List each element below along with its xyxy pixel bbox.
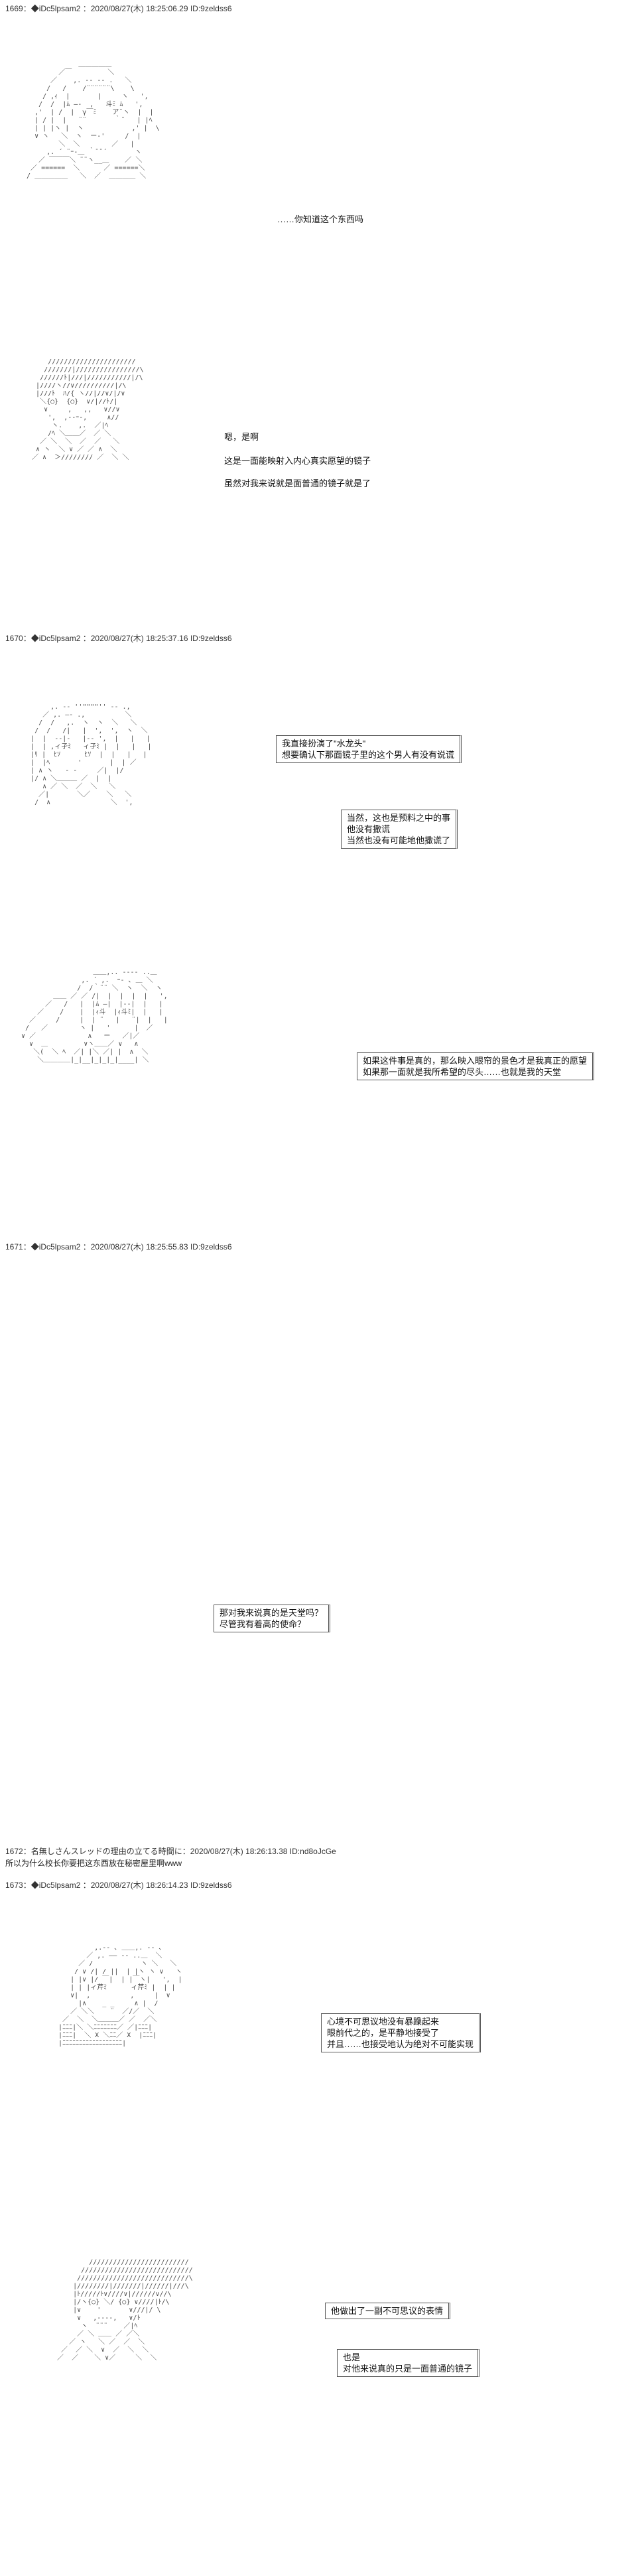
post-header-1669: 1669：◆iDc5lpsam2 ：2020/08/27(木) 18:25:06… xyxy=(5,4,232,13)
caption-text: 嗯，是啊 xyxy=(224,432,259,442)
post-header-1671: 1671：◆iDc5lpsam2 ：2020/08/27(木) 18:25:55… xyxy=(5,1242,232,1252)
speech-bubble: 如果这件事是真的，那么映入眼帘的景色才是我真正的愿望 如果那一面就是我所希望的尽… xyxy=(357,1052,595,1080)
aa-art-man-face: ＿＿＿＿＿ ／￣ ＼ ／ ,. -‐ ‐- . ＼ / / /¨¨¨¨¨¨\ \… xyxy=(27,61,160,180)
caption-text: ……你知道这个东西吗 xyxy=(277,214,364,224)
aa-art-dark-hair-face: ////////////////////// ///////|/////////… xyxy=(32,358,144,461)
caption-text: 虽然对我来说就是面普通的镜子就是了 xyxy=(224,478,371,488)
reply-text: 所以为什么校长你要把这东西放在秘密屋里啊www xyxy=(5,1859,182,1868)
aa-art-haired-figure: ,. -‐ ''""""'' ‐- ., ／ ,. ―- ., ＼ / / ,.… xyxy=(31,703,152,806)
speech-bubble: 当然，这也是预料之中的事 他没有撒谎 当然也没有可能地他撒谎了 xyxy=(341,810,458,849)
aa-art-reaching-figure: ＿＿,.. -‐‐- ..＿ ,. ´ ,. ｰ- ､ ＿ ＼ / /｀¨¨ ＼… xyxy=(21,969,168,1064)
post-header-1670: 1670：◆iDc5lpsam2 ：2020/08/27(木) 18:25:37… xyxy=(5,634,232,643)
speech-bubble: 我直接扮演了"水龙头" 想要确认下那面镜子里的这个男人有没有说谎 xyxy=(276,735,462,763)
speech-bubble: 心境不可思议地没有暴躁起来 眼前代之的，是平静地接受了 并且……也接受地认为绝对… xyxy=(321,2013,481,2052)
post-header-1673: 1673：◆iDc5lpsam2 ：2020/08/27(木) 18:26:14… xyxy=(5,1881,232,1890)
post-header-1672: 1672：名無しさんスレッドの理由の立てる時間に：2020/08/27(木) 1… xyxy=(5,1847,336,1856)
speech-bubble: 也是 对他来说真的只是一面普通的镜子 xyxy=(337,2349,480,2377)
aa-art-smiling-figure: ,.-‐ ､ ＿＿,. -‐ ､ ／ ,. ―― ‐- ..＿ ＼ ／ / ヽ … xyxy=(58,1944,182,2047)
speech-bubble: 他做出了一副不可思议的表情 xyxy=(325,2303,451,2319)
aa-art-dark-hair-face: ///////////////////////// //////////////… xyxy=(57,2259,193,2362)
speech-bubble: 那对我来说真的是天堂吗？ 尽管我有着高的使命？ xyxy=(214,1605,331,1632)
caption-text: 这是一面能映射入内心真实愿望的镜子 xyxy=(224,456,371,466)
